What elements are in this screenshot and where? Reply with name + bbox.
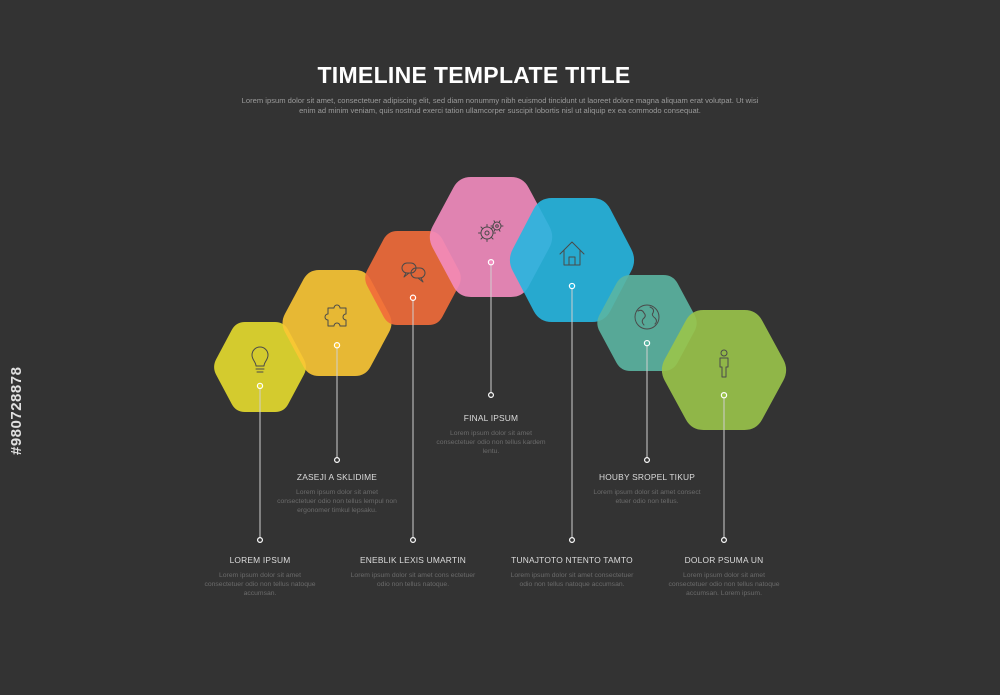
step-end-dot [488,392,495,399]
connector-layer [256,259,728,543]
step-anchor-dot [487,259,495,266]
step-description: Lorem ipsum dolor sit amet cons ectetuer… [350,572,476,588]
step-description: Lorem ipsum dolor sit amet consectetuer … [436,430,546,455]
step-description: Lorem ipsum dolor sit amet consect etuer… [593,489,701,505]
step-label: ENEBLIK LEXIS UMARTIN [360,555,466,565]
step-label: DOLOR PSUMA UN [684,555,764,565]
step-hexagon [509,198,635,322]
hexagon-layer [214,177,787,430]
step-end-dot [643,457,650,464]
house-icon [559,241,585,266]
person-icon [719,349,729,378]
step-description: Lorem ipsum dolor sit amet consectetuer … [668,572,780,597]
step-anchor-dot [568,282,576,290]
step-label: TUNAJTOTO NTENTO TAMTO [511,555,633,565]
step-caption: DOLOR PSUMA UN Lorem ipsum dolor sit amet… [664,555,784,598]
step-label: ZASEJI A SKLIDIME [296,472,378,482]
step-description: Lorem ipsum dolor sit amet consectetuer … [204,572,316,597]
step-anchor-dot [643,339,651,347]
globe-icon [634,304,660,330]
step-end-dot [410,536,417,543]
puzzle-icon [324,304,347,327]
step-caption: HOUBY SROPEL TIKUP Lorem ipsum dolor sit … [587,472,707,506]
step-description: Lorem ipsum dolor sit amet consectetuer … [510,572,634,588]
step-anchor-dot [333,342,341,349]
step-end-dot [568,536,575,543]
step-caption: TUNAJTOTO NTENTO TAMTO Lorem ipsum dolor … [507,555,637,589]
page-subtitle: Lorem ipsum dolor sit amet, consectetuer… [241,96,759,115]
step-description: Lorem ipsum dolor sit amet consectetuer … [277,489,397,514]
stock-id-watermark: #980728878 [8,366,25,455]
step-label: FINAL IPSUM [463,413,519,423]
page-title: TIMELINE TEMPLATE TITLE [317,62,631,88]
step-label: LOREM IPSUM [229,555,291,565]
step-label: HOUBY SROPEL TIKUP [598,472,696,482]
step-anchor-dot [720,392,728,399]
step-end-dot [720,536,727,543]
step-caption: ZASEJI A SKLIDIME Lorem ipsum dolor sit a… [277,472,397,515]
step-caption: FINAL IPSUM Lorem ipsum dolor sit amet co… [431,413,551,456]
step-end-dot [334,457,341,464]
gears-icon [478,220,504,242]
step-hexagon [214,322,306,412]
step-caption: LOREM IPSUM Lorem ipsum dolor sit amet co… [200,555,320,598]
step-anchor-dot [409,294,417,301]
step-anchor-dot [256,382,264,390]
chat-bubbles-icon [401,262,426,283]
icon-layer [251,220,729,378]
step-end-dot [257,536,264,543]
step-hexagon [661,310,787,430]
lightbulb-icon [251,346,269,373]
step-caption: ENEBLIK LEXIS UMARTIN Lorem ipsum dolor s… [348,555,478,589]
